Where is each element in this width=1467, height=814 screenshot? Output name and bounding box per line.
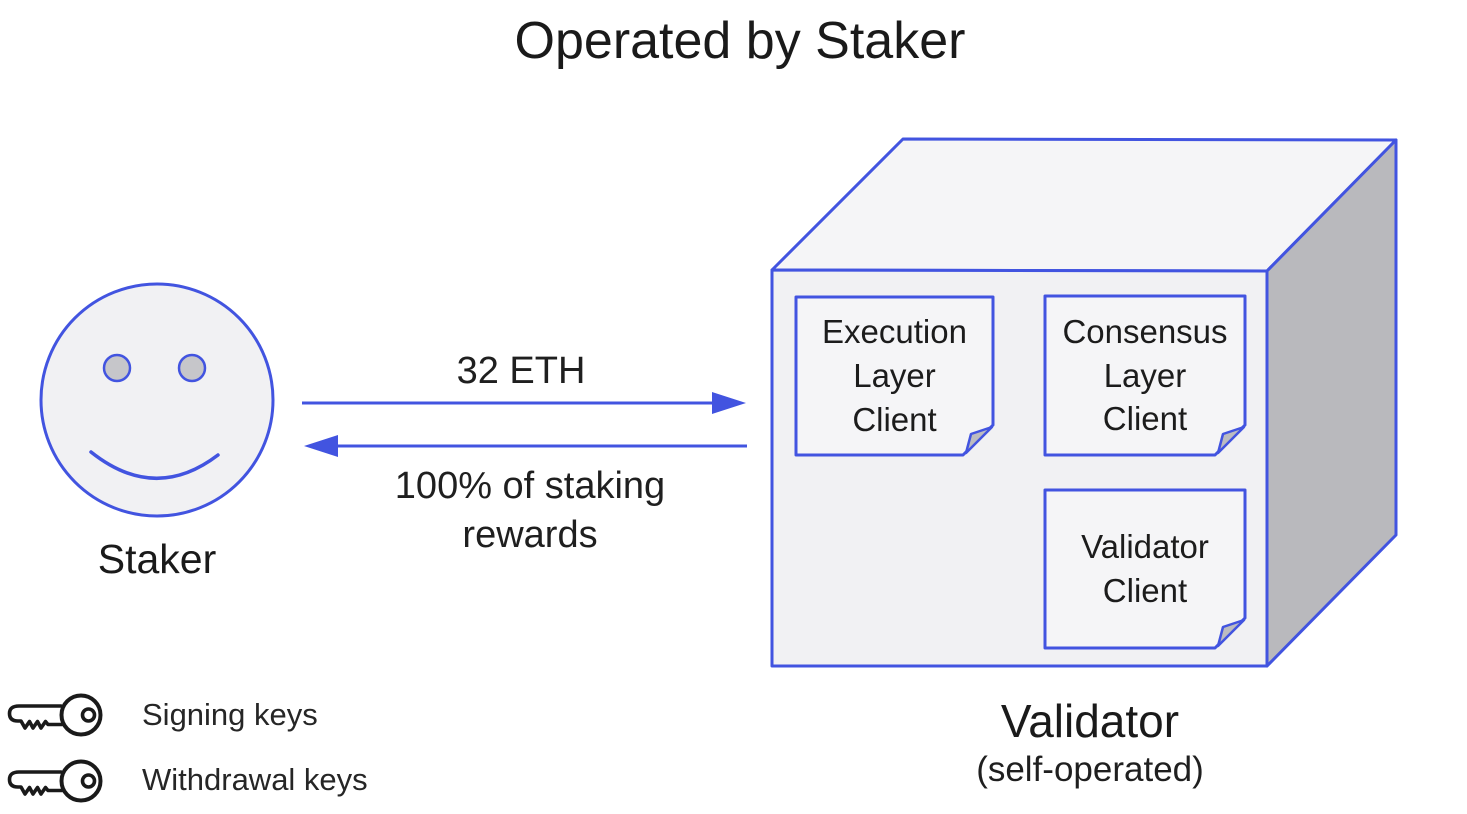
folded-corner-icon (964, 425, 994, 455)
arrow-left-icon (304, 435, 338, 457)
left-eye (102, 353, 132, 383)
folded-corner-icon (1216, 425, 1246, 455)
validator-client-card (1043, 488, 1247, 650)
signing-keys-label: Signing keys (142, 697, 318, 732)
execution-layer-client-label: Execution Layer Client (822, 313, 967, 438)
rewards-label: 100% of staking rewards (394, 465, 666, 556)
consensus-layer-card (1043, 294, 1247, 457)
diagram-title: Operated by Staker (514, 12, 966, 70)
validator-sublabel: (self-operated) (976, 750, 1204, 789)
arrow-right-icon (712, 392, 746, 414)
validator-client-label: Validator Client (1081, 528, 1209, 609)
flow-arrows (302, 392, 747, 457)
validator-cube (770, 137, 1398, 668)
folded-corner-icon (1216, 618, 1246, 648)
validator-label: Validator (1000, 695, 1180, 747)
staker-label: Staker (97, 536, 217, 582)
consensus-layer-client-label: Consensus Layer Client (1062, 312, 1228, 438)
key-icon (7, 693, 103, 737)
face-circle (39, 282, 275, 518)
execution-layer-card (794, 295, 995, 457)
staker-face-icon (39, 282, 275, 518)
withdrawal-keys-label: Withdrawal keys (142, 762, 368, 797)
right-eye (177, 353, 207, 383)
key-icon (7, 759, 103, 803)
smile (89, 450, 220, 480)
deposit-amount-label: 32 ETH (456, 350, 586, 392)
